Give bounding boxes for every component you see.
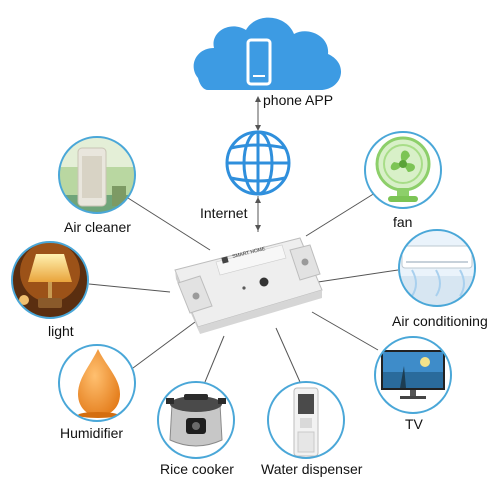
fan-icon (364, 131, 442, 209)
humidifier-icon (58, 344, 136, 422)
connector-lines (88, 97, 399, 383)
water-dispenser-icon (267, 381, 345, 459)
line-humidifier (132, 321, 196, 369)
phone-icon (246, 38, 272, 86)
line-tv (311, 311, 379, 351)
line-water-dispenser (275, 327, 301, 383)
label-rice-cooker: Rice cooker (160, 461, 234, 477)
line-fan (305, 192, 376, 237)
rice-cooker-icon (157, 381, 235, 459)
line-air-conditioning (317, 269, 399, 283)
label-water-dispenser: Water dispenser (261, 461, 363, 477)
label-humidifier: Humidifier (60, 425, 124, 441)
label-air-conditioning: Air conditioning (392, 313, 488, 329)
globe-icon (225, 130, 291, 196)
tv-icon (374, 336, 452, 414)
arrowheads (255, 96, 261, 231)
line-light (88, 283, 171, 293)
smart-switch-device (174, 237, 323, 334)
label-internet: Internet (200, 205, 248, 221)
label-air-cleaner: Air cleaner (64, 219, 131, 235)
air-cleaner-icon (58, 136, 136, 214)
label-fan: fan (393, 214, 413, 230)
lamp-icon (11, 241, 89, 319)
label-tv: TV (405, 416, 423, 432)
line-rice-cooker (204, 335, 225, 383)
line-air-cleaner (127, 197, 211, 251)
air-conditioner-icon (398, 229, 476, 307)
label-light: light (48, 323, 74, 339)
label-phone-app: phone APP (263, 92, 334, 108)
cloud-icon (193, 17, 342, 90)
